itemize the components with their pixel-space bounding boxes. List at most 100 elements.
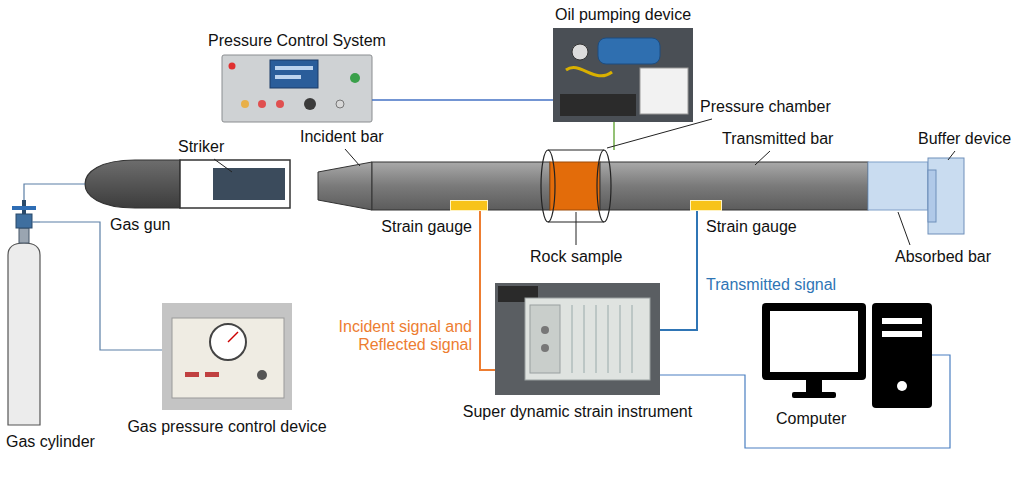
leader-line (898, 212, 910, 245)
buffer-block (928, 158, 964, 234)
panel-lamp (229, 63, 236, 70)
pressure-gauge (210, 324, 246, 360)
panel-button (336, 100, 344, 108)
instrument-slot (584, 305, 585, 373)
valve-body (16, 214, 32, 228)
striker-bar (213, 168, 285, 200)
gun-chamber (85, 160, 180, 208)
controller-switch (205, 372, 219, 377)
leader-line (214, 159, 232, 172)
panel-button (276, 100, 284, 108)
chamber-outline (541, 150, 555, 222)
part-label: Buffer device (918, 130, 1011, 148)
pressure-controller: Gas pressure control device (162, 303, 292, 410)
instrument-panel (530, 305, 560, 373)
part-label: Striker (178, 138, 224, 156)
gas-line (40, 222, 162, 350)
buffer-plate (928, 170, 936, 222)
pump-base (560, 94, 636, 116)
chamber-outline (548, 149, 604, 150)
leader-line (576, 212, 577, 245)
monitor-base (792, 392, 836, 398)
instrument-photo (495, 283, 660, 395)
signal-wire (660, 211, 697, 330)
pump-gauge (572, 44, 588, 60)
signal-wire (480, 211, 495, 370)
controller-photo (162, 303, 292, 410)
instrument-port (541, 344, 549, 352)
controller-switch (185, 372, 199, 377)
instrument-slot (596, 305, 597, 373)
pump-motor (598, 38, 660, 64)
tower-button (897, 381, 907, 391)
leader-line (755, 151, 770, 165)
node-label: Strain gauge (706, 218, 797, 236)
node-label: Pressure Control System (208, 32, 386, 50)
leader-line (345, 149, 360, 166)
panel-button (241, 100, 249, 108)
gas-gun: Gas gun (85, 160, 290, 208)
incident-bar (372, 162, 550, 210)
valve-outlet (32, 221, 40, 222)
instrument-port (541, 326, 549, 334)
control-cable (372, 99, 553, 101)
gauge-needle (228, 332, 238, 342)
oil-pump: Oil pumping device (553, 28, 693, 122)
oil-pump-photo (553, 28, 693, 122)
part-label: Incident bar (300, 128, 384, 146)
computer-tower (872, 303, 932, 408)
instrument-slot (632, 305, 633, 373)
node-label: Computer (776, 410, 846, 428)
pump-hose (566, 68, 612, 76)
computer-icon: Computer (762, 303, 932, 408)
part-label: Pressure chamber (700, 98, 831, 116)
controller-box (172, 318, 284, 398)
node-label: Strain gauge (381, 218, 472, 236)
tower-slot (882, 331, 922, 337)
valve-handle (12, 206, 36, 210)
control-panel: Pressure Control System (222, 55, 372, 122)
node-label: Gas pressure control device (127, 418, 326, 436)
monitor-frame (762, 303, 866, 380)
node-label: Super dynamic strain instrument (463, 403, 692, 421)
strain-instrument: Super dynamic strain instrument (495, 283, 660, 395)
signal-label: Incident signal and Reflected signal (312, 318, 472, 354)
panel-screen (270, 60, 318, 88)
leader-line (607, 119, 712, 148)
monitor-screen (770, 311, 858, 372)
node-label: Gas cylinder (6, 433, 95, 451)
signal-label: Transmitted signal (706, 276, 836, 294)
monitor-stand (806, 380, 822, 392)
gun-barrel (180, 160, 290, 208)
screen-line (275, 75, 301, 79)
gas-line (24, 184, 85, 200)
panel-knob (304, 98, 316, 110)
controller-knob (257, 370, 267, 380)
instrument-slot (572, 305, 573, 373)
control-panel-photo (222, 55, 372, 122)
gas-cylinder: Gas cylinder (8, 200, 40, 425)
part-label: Rock sample (530, 248, 622, 266)
leader-line (948, 151, 955, 160)
node-label: Oil pumping device (555, 6, 691, 24)
screen-line (275, 66, 313, 70)
instrument-slot (608, 305, 609, 373)
strain-gauge: Strain gauge (690, 200, 722, 211)
part-label: Transmitted bar (722, 130, 833, 148)
panel-button (258, 100, 266, 108)
part-label: Absorbed bar (895, 248, 991, 266)
cylinder-body (8, 243, 40, 425)
data-cable (660, 355, 950, 448)
tower-slot (882, 318, 922, 324)
chamber-outline (597, 150, 611, 222)
strain-gauge: Strain gauge (450, 200, 488, 211)
instrument-body (525, 298, 650, 380)
rock-sample (550, 162, 600, 210)
instrument-slot (620, 305, 621, 373)
transmitted-bar (600, 162, 868, 210)
panel-button (350, 73, 360, 83)
valve-neck (19, 228, 29, 243)
bar-taper (318, 162, 372, 210)
node-label: Gas gun (110, 216, 170, 234)
